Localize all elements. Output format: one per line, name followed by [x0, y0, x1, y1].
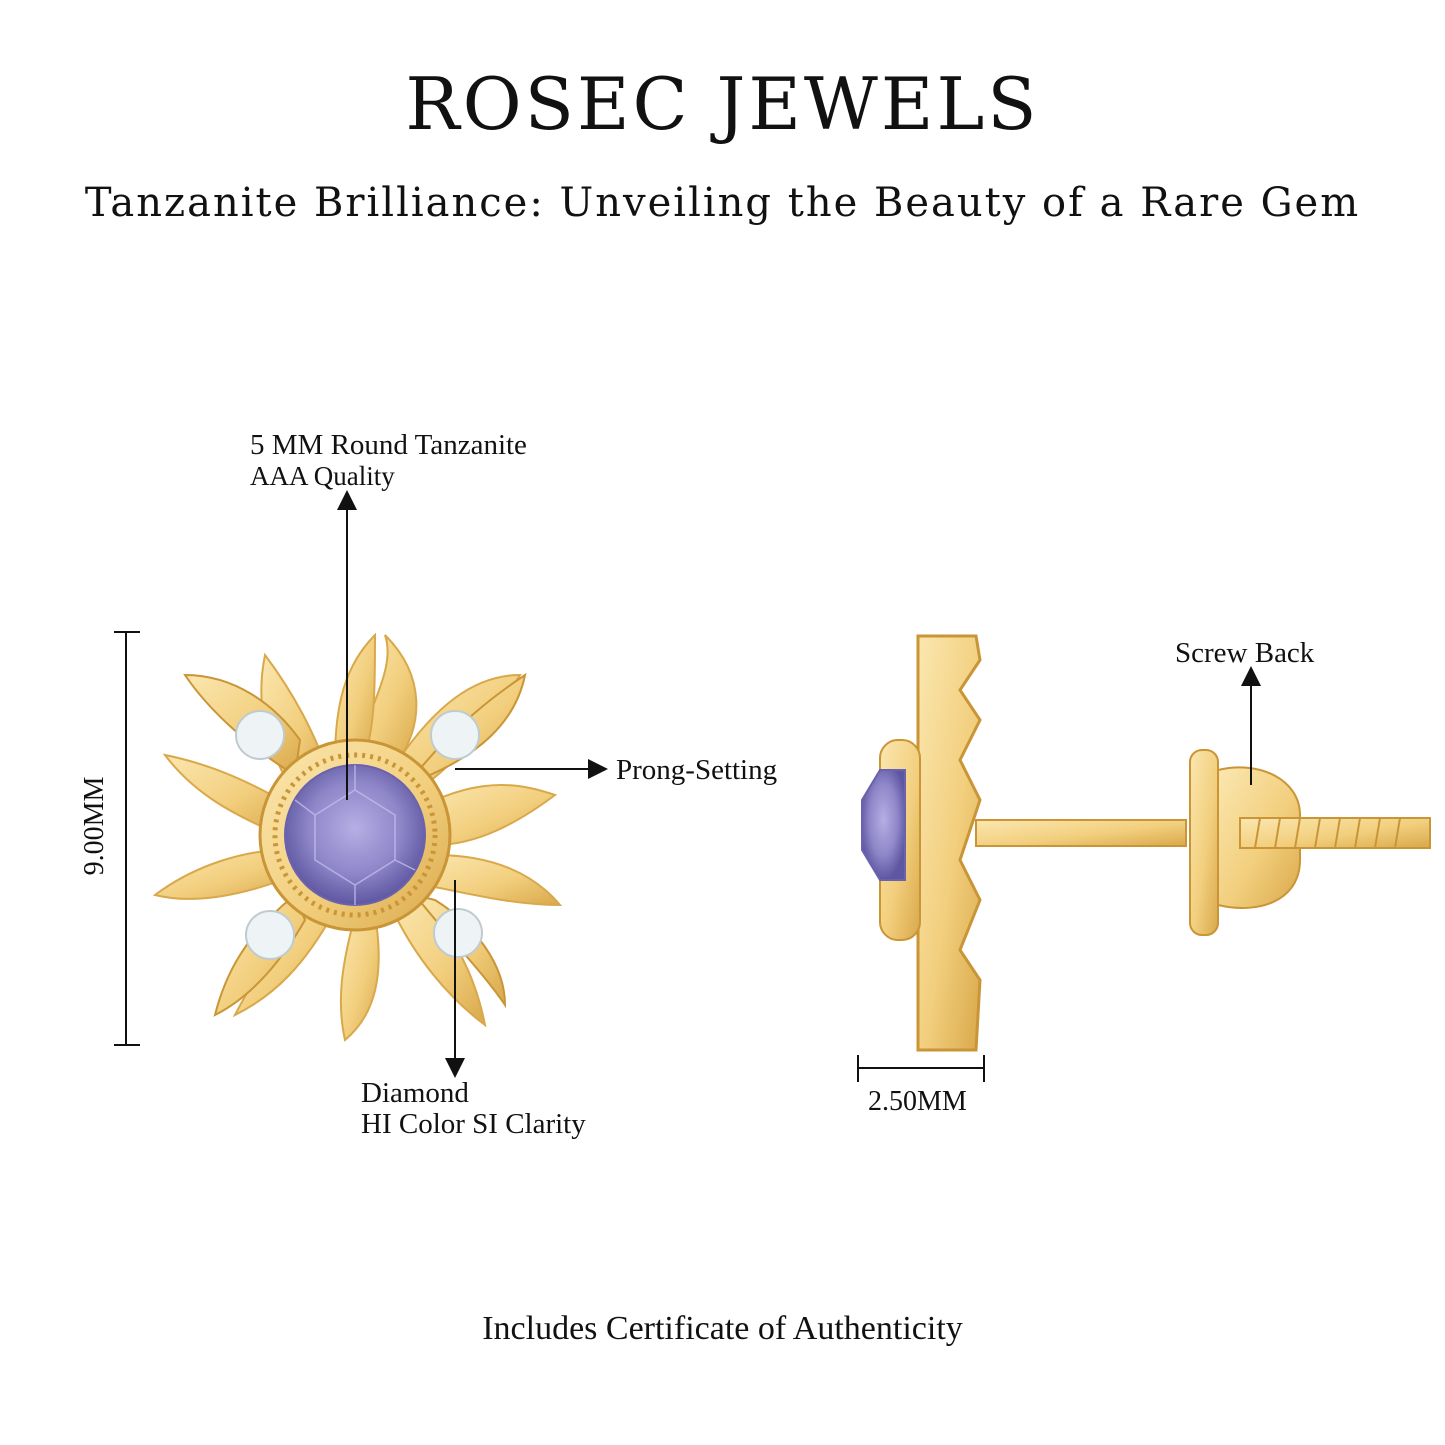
callout-center-stone: 5 MM Round Tanzanite AAA Quality [250, 430, 527, 492]
dimension-width: 2.50MM [868, 1086, 967, 1117]
side-stones-subtitle: HI Color SI Clarity [361, 1108, 586, 1140]
callout-side-stones: Diamond HI Color SI Clarity [361, 1078, 586, 1140]
earring-front-view [152, 632, 563, 1042]
back-title: Screw Back [1175, 637, 1315, 669]
brand-name: ROSEC JEWELS [405, 62, 1040, 146]
footer-note: Includes Certificate of Authenticity [482, 1310, 963, 1347]
headline: Tanzanite Brilliance: Unveiling the Beau… [84, 180, 1361, 226]
callout-setting: Prong-Setting [616, 755, 777, 786]
callout-back: Screw Back [1175, 638, 1314, 669]
earring-side-view [861, 634, 1431, 1052]
callout-lines [114, 490, 1261, 1082]
setting-title: Prong-Setting [616, 754, 778, 786]
center-stone-subtitle: AAA Quality [250, 461, 395, 491]
center-stone-title: 5 MM Round Tanzanite [250, 429, 527, 461]
dimension-height: 9.00MM [79, 776, 110, 876]
side-stones-title: Diamond [361, 1077, 469, 1109]
